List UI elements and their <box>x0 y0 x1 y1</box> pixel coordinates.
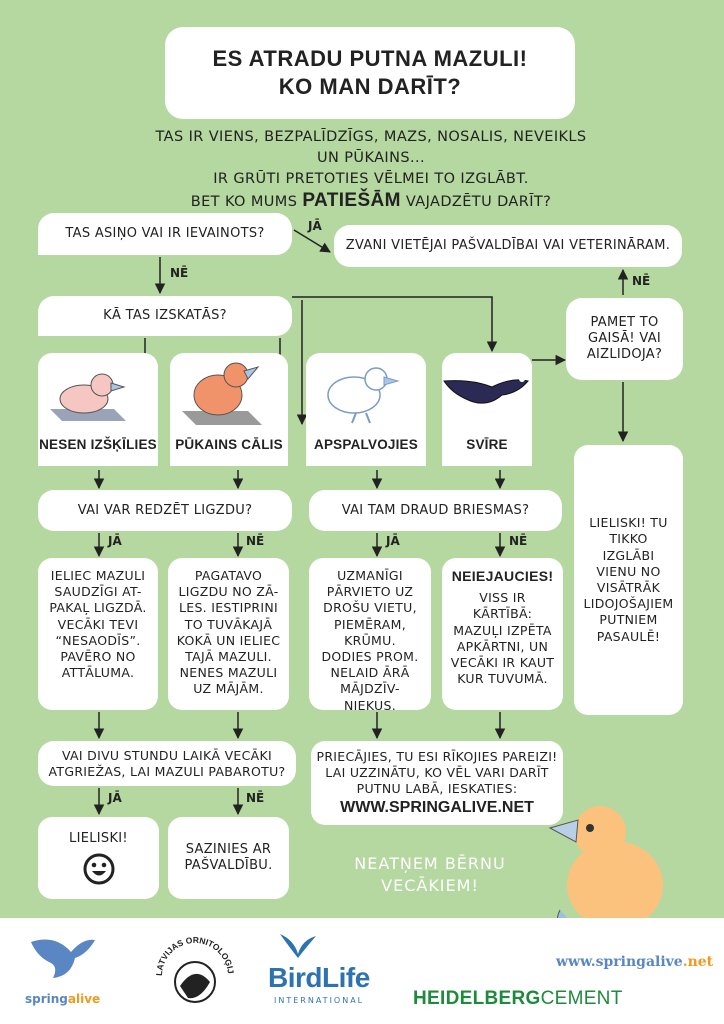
swallow-icon <box>31 939 95 978</box>
card-fluffy: PŪKAINS CĀLIS <box>170 353 288 466</box>
footer-logos: springalive LATVIJAS ORNITOLOĢIJAS BIEDR… <box>0 918 724 1024</box>
question-danger: VAI TAM DRAUD BRIESMAS? <box>309 490 562 531</box>
springalive-logo: springalive <box>25 928 105 1008</box>
springalive-link[interactable]: WWW.SPRINGALIVE.NET <box>340 799 534 816</box>
springalive-url[interactable]: www.springalive.net <box>556 954 714 970</box>
feathered-bird-icon <box>327 367 400 424</box>
card-newborn: NESEN IZŠĶĪLIES <box>38 353 158 466</box>
emphasis-word: PATIEŠĀM <box>302 190 401 211</box>
birdlife-bird-icon <box>280 934 316 958</box>
label-yes: JĀ <box>108 791 122 805</box>
lob-logo: LATVIJAS ORNITOLOĢIJAS BIEDRĪBA <box>147 918 240 1016</box>
label-no: NĒ <box>246 534 265 548</box>
label-no: NĒ <box>509 534 528 548</box>
question-bleeding: TAS ASIŅO VAI IR IEVAINOTS? <box>38 213 292 255</box>
label-no: NĒ <box>246 791 265 805</box>
answer-danger-no: NEIEJAUCIES! VISS IR KĀRTĪBĀ: MAZUĻI IZP… <box>442 558 563 710</box>
card-fledgling: SVĪRE <box>442 353 532 466</box>
lob-bird-icon: LATVIJAS ORNITOLOĢIJAS BIEDRĪBA <box>147 918 236 1003</box>
answer-danger-yes: UZMANĪGI PĀRVIETO UZ DROŠU VIETU, PIEMĒR… <box>309 558 431 713</box>
label-no: NĒ <box>632 274 651 288</box>
dont-interfere-heading: NEIEJAUCIES! <box>451 568 554 584</box>
smiley-icon <box>83 853 114 885</box>
answer-contact-municipality: SAZINIES AR PAŠVALDĪBU. <box>168 817 289 899</box>
question-thrown-in-air: PAMET TO GAISĀ! VAI AIZLIDOJA? <box>566 298 683 380</box>
question-see-nest: VAI VAR REDZĒT LIGZDU? <box>38 490 292 531</box>
intro-text: TAS IR VIENS, BEZPALĪDZĪGS, MAZS, NOSALI… <box>155 129 587 211</box>
answer-great-saved: LIELISKI! TU TIKKO IZGLĀBI VIENU NO VISĀ… <box>574 445 683 715</box>
newborn-chick-icon <box>50 373 126 421</box>
answer-nest-yes: IELIEC MAZULI SAUDZĪGI AT-PAKAĻ LIGZDĀ. … <box>38 558 158 710</box>
answer-great: LIELISKI! <box>38 817 159 899</box>
question-parents-return: VAI DIVU STUNDU LAIKĀ VECĀKI ATGRIEŽAS, … <box>38 741 296 786</box>
label-yes: JĀ <box>308 219 322 233</box>
fluffy-chick-icon <box>182 362 262 425</box>
birdlife-logo: BirdLife INTERNATIONAL <box>268 930 388 1020</box>
swift-bird-icon <box>443 376 529 404</box>
answer-call-vet: ZVANI VIETĒJAI PAŠVALDĪBAI VAI VETERINĀR… <box>334 225 682 267</box>
question-how-looks: KĀ TAS IZSKATĀS? <box>38 296 292 336</box>
answer-nest-no: PAGATAVO LIGZDU NO ZĀ-LES. IESTIPRINI TO… <box>168 558 289 710</box>
answer-rejoice: PRIECĀJIES, TU ESI RĪKOJIES PAREIZI! LAI… <box>311 741 563 825</box>
heidelbergcement-logo: HEIDELBERGCEMENT <box>413 988 623 1009</box>
label-no: NĒ <box>170 266 189 280</box>
page-title: ES ATRADU PUTNA MAZULI! KO MAN DARĪT? <box>165 27 575 119</box>
slogan: NEATŅEM BĒRNU VECĀKIEM! <box>354 854 506 895</box>
card-feathered: APSPALVOJIES <box>306 353 426 466</box>
label-yes: JĀ <box>108 534 122 548</box>
label-yes: JĀ <box>386 534 400 548</box>
